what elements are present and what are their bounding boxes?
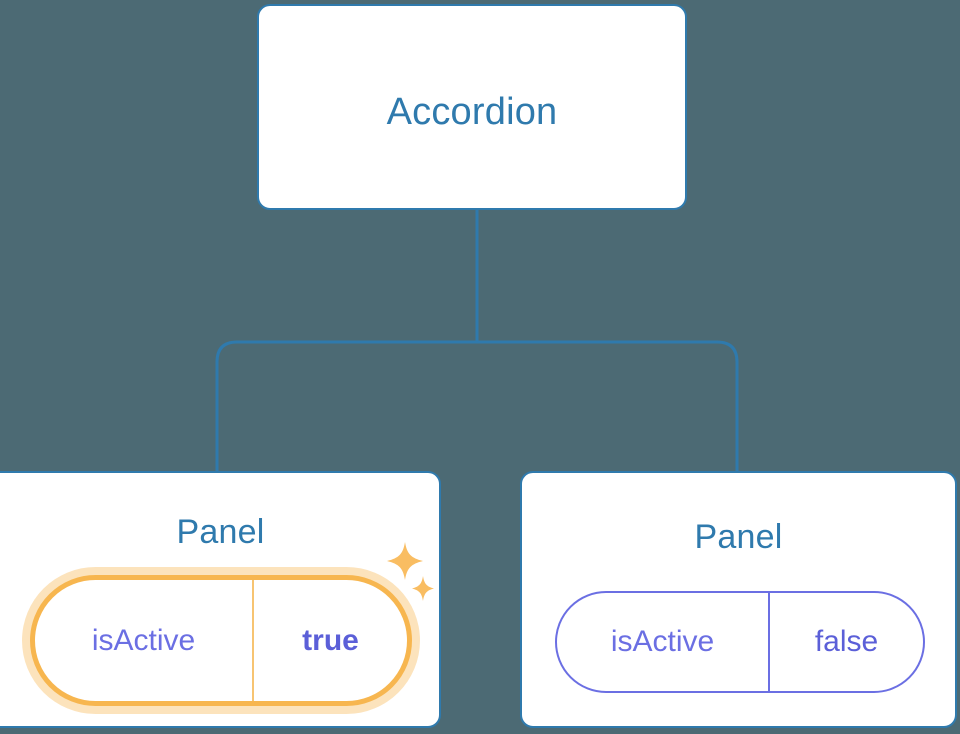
prop-pill-key: isActive <box>35 580 254 701</box>
prop-pill-key: isActive <box>557 593 770 691</box>
node-accordion-title: Accordion <box>386 91 558 133</box>
prop-pill-value: true <box>302 623 359 657</box>
connector-branch-right <box>477 340 739 471</box>
node-accordion[interactable]: Accordion <box>257 4 687 210</box>
node-panel-active-title: Panel <box>176 513 265 551</box>
prop-pill-isactive-true[interactable]: isActive true <box>30 575 412 706</box>
node-panel-active-body: Panel <box>0 473 439 726</box>
node-panel-inactive-title: Panel <box>694 518 783 556</box>
prop-pill-isactive-false[interactable]: isActive false <box>555 591 925 693</box>
node-panel-inactive-body: Panel <box>522 473 955 726</box>
connector-branch-left <box>215 340 477 471</box>
prop-pill-value: false <box>814 625 879 658</box>
